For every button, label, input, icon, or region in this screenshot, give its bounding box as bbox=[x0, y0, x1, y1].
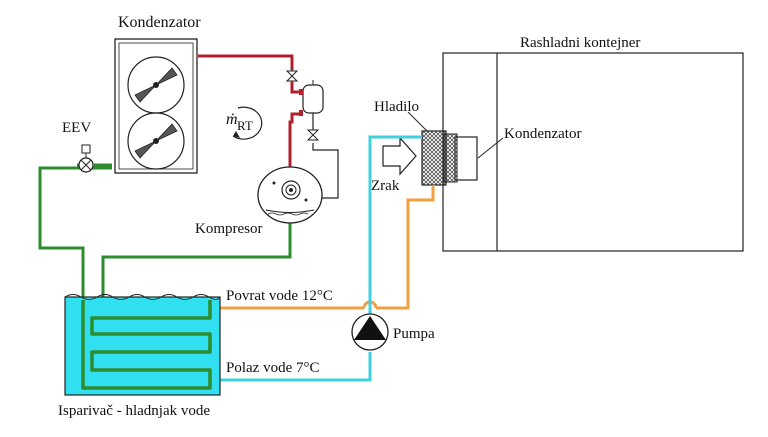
mass-flow-subscript: RT bbox=[237, 118, 253, 133]
air-arrow bbox=[382, 136, 417, 176]
condenser-unit bbox=[114, 38, 198, 174]
condenser-label: Kondenzator bbox=[118, 14, 201, 31]
evaporator-label: Isparivač - hladnjak vode bbox=[58, 403, 210, 419]
water-supply-label: Polaz vode 7°C bbox=[226, 360, 320, 376]
compressor bbox=[257, 166, 323, 224]
hladilo-label: Hladilo bbox=[374, 99, 419, 115]
hladilo-coil bbox=[407, 111, 447, 186]
hot-refrigerant-line bbox=[198, 54, 300, 167]
circulation-arrow bbox=[232, 106, 263, 140]
receiver-tank bbox=[299, 80, 324, 141]
water-supply-line bbox=[212, 135, 422, 382]
container-box bbox=[442, 52, 744, 252]
water-return-label: Povrat vode 12°C bbox=[226, 288, 333, 304]
eev-valve bbox=[78, 144, 112, 173]
shutoff-valve-top bbox=[285, 70, 299, 82]
compressor-label: Kompresor bbox=[195, 221, 263, 237]
water-return-line bbox=[212, 185, 435, 310]
evaporator-tank bbox=[64, 294, 221, 396]
mass-flow-symbol: ṁ bbox=[226, 111, 238, 128]
pump-label: Pumpa bbox=[393, 326, 435, 342]
container-condenser bbox=[443, 133, 504, 183]
eev-label: EEV bbox=[62, 120, 91, 136]
air-label: Zrak bbox=[371, 178, 400, 194]
pump bbox=[351, 313, 389, 351]
container-condenser-label: Kondenzator bbox=[504, 126, 581, 142]
container-title: Rashladni kontejner bbox=[520, 35, 640, 51]
